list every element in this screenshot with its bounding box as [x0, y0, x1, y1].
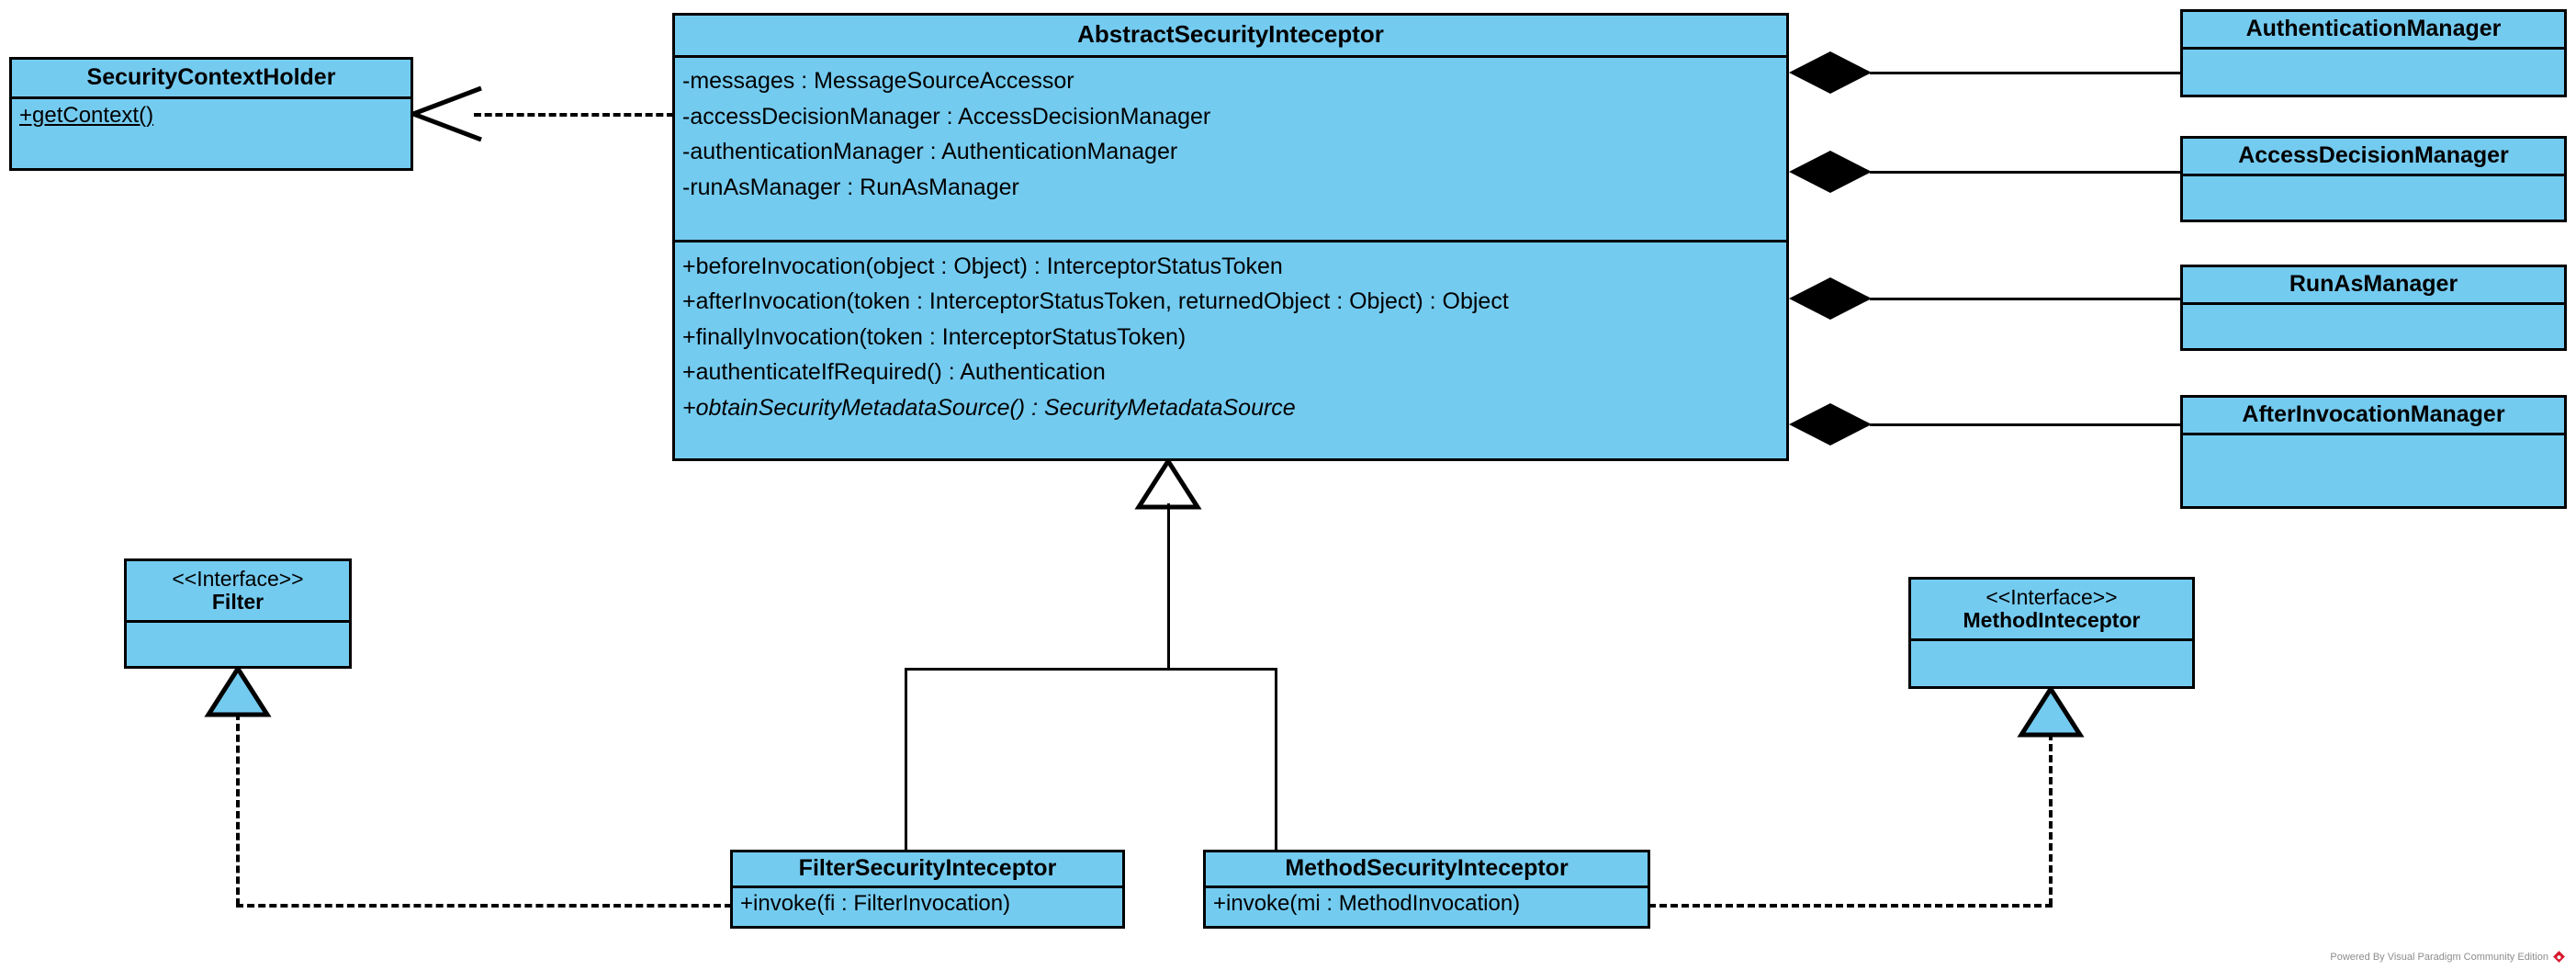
composition-line-access-decision-manager — [1870, 171, 2182, 174]
class-box-after-invocation-manager[interactable]: AfterInvocationManager — [2180, 395, 2567, 509]
attribute-access-decision-manager: -accessDecisionManager : AccessDecisionM… — [682, 103, 1211, 130]
realization-line-method-inteceptor-vertical — [2049, 733, 2053, 906]
members-authentication-manager — [2183, 50, 2564, 95]
member-invoke-mi: +invoke(mi : MethodInvocation) — [1213, 891, 1521, 916]
realization-triangle-method-inteceptor — [2017, 684, 2085, 738]
class-box-security-context-holder[interactable]: SecurityContextHolder +getContext() — [9, 57, 413, 171]
class-box-filter-interface[interactable]: <<Interface>> Filter — [124, 558, 352, 669]
class-box-method-security-inteceptor[interactable]: MethodSecurityInteceptor +invoke(mi : Me… — [1203, 850, 1650, 929]
members-filter-security-inteceptor: +invoke(fi : FilterInvocation) — [733, 888, 1122, 926]
generalization-drop-method-security — [1275, 668, 1277, 850]
operation-before-invocation: +beforeInvocation(object : Object) : Int… — [682, 253, 1283, 279]
dependency-open-arrow-to-securitycontextholder — [412, 85, 482, 142]
composition-line-authentication-manager — [1870, 72, 2182, 74]
stereotype-filter: <<Interface>> — [172, 567, 304, 591]
stereotype-method-inteceptor: <<Interface>> — [1985, 585, 2118, 609]
class-box-authentication-manager[interactable]: AuthenticationManager — [2180, 9, 2567, 97]
attributes-abstract-security-inteceptor: -messages : MessageSourceAccessor -acces… — [675, 58, 1786, 242]
members-filter — [127, 623, 349, 666]
members-method-security-inteceptor: +invoke(mi : MethodInvocation) — [1206, 888, 1648, 926]
composition-line-after-invocation-manager — [1870, 423, 2182, 426]
dependency-line-securitycontextholder — [474, 113, 674, 117]
class-box-abstract-security-inteceptor[interactable]: AbstractSecurityInteceptor -messages : M… — [672, 13, 1789, 461]
class-name-method-security-inteceptor: MethodSecurityInteceptor — [1206, 852, 1648, 888]
class-box-access-decision-manager[interactable]: AccessDecisionManager — [2180, 136, 2567, 222]
operation-after-invocation: +afterInvocation(token : InterceptorStat… — [682, 288, 1509, 315]
operations-abstract-security-inteceptor: +beforeInvocation(object : Object) : Int… — [675, 242, 1786, 458]
generalization-trunk — [1167, 503, 1170, 671]
operation-obtain-security-metadata-source: +obtainSecurityMetadataSource() : Securi… — [682, 394, 1296, 421]
class-name-filter: Filter — [211, 590, 264, 615]
class-header-method-inteceptor: <<Interface>> MethodInteceptor — [1911, 580, 2192, 642]
class-box-run-as-manager[interactable]: RunAsManager — [2180, 265, 2567, 351]
class-name-method-inteceptor: MethodInteceptor — [1963, 608, 2141, 633]
attribute-authentication-manager: -authenticationManager : AuthenticationM… — [682, 139, 1178, 165]
members-after-invocation-manager — [2183, 435, 2564, 506]
class-name-security-context-holder: SecurityContextHolder — [12, 60, 411, 99]
composition-diamond-run-as-manager — [1789, 277, 1872, 320]
class-name-after-invocation-manager: AfterInvocationManager — [2183, 398, 2564, 435]
class-name-filter-security-inteceptor: FilterSecurityInteceptor — [733, 852, 1122, 888]
composition-line-run-as-manager — [1870, 298, 2182, 300]
class-name-run-as-manager: RunAsManager — [2183, 267, 2564, 305]
members-method-inteceptor — [1911, 641, 2192, 686]
member-invoke-fi: +invoke(fi : FilterInvocation) — [740, 891, 1011, 916]
watermark-text: Powered By Visual Paradigm Community Edi… — [2330, 951, 2548, 963]
attribute-messages: -messages : MessageSourceAccessor — [682, 68, 1074, 95]
class-name-access-decision-manager: AccessDecisionManager — [2183, 139, 2564, 176]
realization-triangle-filter — [204, 664, 272, 717]
members-run-as-manager — [2183, 305, 2564, 348]
class-name-abstract-security-inteceptor: AbstractSecurityInteceptor — [675, 16, 1786, 59]
generalization-bus — [905, 668, 1277, 671]
class-name-authentication-manager: AuthenticationManager — [2183, 12, 2564, 50]
realization-line-method-inteceptor-horizontal — [1648, 904, 2053, 908]
realization-line-filter-horizontal — [236, 904, 732, 908]
composition-diamond-after-invocation-manager — [1789, 403, 1872, 446]
watermark: Powered By Visual Paradigm Community Edi… — [2330, 951, 2565, 963]
class-header-filter: <<Interface>> Filter — [127, 561, 349, 624]
members-access-decision-manager — [2183, 176, 2564, 220]
members-security-context-holder: +getContext() — [12, 99, 411, 168]
class-box-method-inteceptor-interface[interactable]: <<Interface>> MethodInteceptor — [1908, 577, 2195, 689]
realization-line-filter-vertical — [236, 713, 240, 906]
generalization-hollow-triangle — [1134, 457, 1202, 510]
composition-diamond-authentication-manager — [1789, 51, 1872, 94]
attribute-run-as-manager: -runAsManager : RunAsManager — [682, 174, 1019, 200]
operation-finally-invocation: +finallyInvocation(token : InterceptorSt… — [682, 323, 1187, 350]
composition-diamond-access-decision-manager — [1789, 151, 1872, 193]
member-get-context: +getContext() — [19, 103, 154, 128]
operation-authenticate-if-required: +authenticateIfRequired() : Authenticati… — [682, 359, 1106, 386]
generalization-drop-filter-security — [905, 668, 907, 850]
class-box-filter-security-inteceptor[interactable]: FilterSecurityInteceptor +invoke(fi : Fi… — [730, 850, 1125, 929]
visual-paradigm-logo-icon — [2553, 951, 2565, 963]
